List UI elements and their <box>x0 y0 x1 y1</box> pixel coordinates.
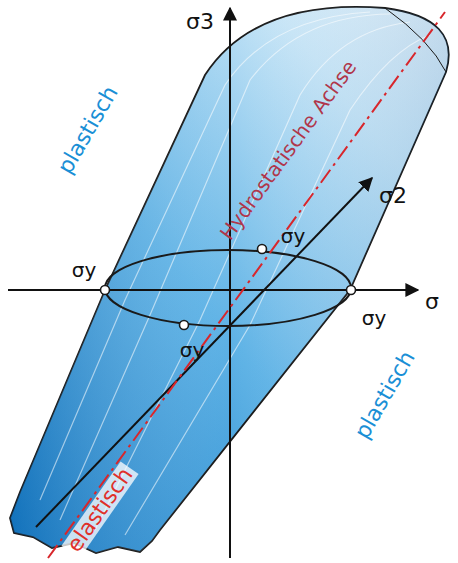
cap-edge <box>385 8 446 72</box>
sigma2-axis <box>36 178 372 527</box>
axis-label: σ3 <box>186 11 214 33</box>
yield-stress-label: σy <box>362 308 387 328</box>
region-label: plastisch <box>54 82 122 177</box>
yield-stress-label: σy <box>281 226 306 246</box>
axis-label: σ <box>425 291 439 313</box>
yield-stress-label: σy <box>180 340 205 360</box>
region-label: plastisch <box>351 347 419 442</box>
sigma-axis <box>8 289 418 291</box>
surface-generators <box>40 12 430 535</box>
axis-label: σ2 <box>379 185 407 207</box>
yield-stress-label: σy <box>72 260 97 280</box>
yield-points <box>101 245 356 330</box>
yield-ellipse <box>105 250 351 326</box>
sigma3-axis <box>229 8 231 558</box>
hydrostatic-axis <box>48 12 445 558</box>
